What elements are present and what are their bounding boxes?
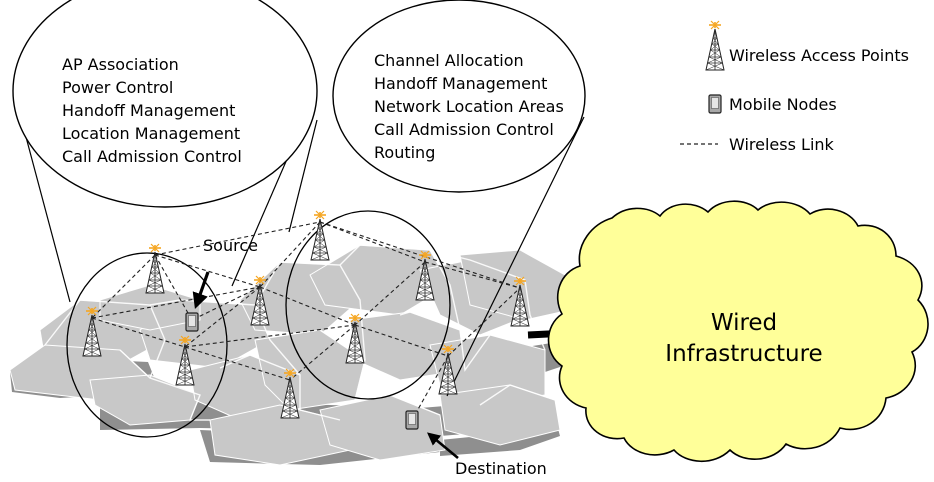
legend-access-points: Wireless Access Points xyxy=(729,46,909,65)
cloud-label-line1: Wired xyxy=(711,310,777,336)
left-callout-bubble xyxy=(12,0,318,208)
tower-icon xyxy=(310,210,330,261)
destination-arrow xyxy=(426,432,459,460)
tower-icon xyxy=(705,20,725,71)
legend-wireless-link: Wireless Link xyxy=(729,135,835,154)
right-callout-bubble xyxy=(332,0,586,193)
right-bubble-line: Routing xyxy=(374,143,435,162)
right-cell-region xyxy=(285,210,451,400)
destination-label: Destination xyxy=(455,459,547,478)
right-bubble-line: Channel Allocation xyxy=(374,51,524,70)
mobile-node-icon xyxy=(185,312,199,332)
right-bubble-line: Network Location Areas xyxy=(374,97,564,116)
hexagonal-cell-grid xyxy=(9,244,575,466)
left-cell-region xyxy=(66,252,228,438)
right-bubble-text: Channel Allocation Handoff Management Ne… xyxy=(374,51,564,162)
mobile-node-icon xyxy=(708,94,722,114)
tower-icon xyxy=(145,243,165,294)
left-bubble-line: Power Control xyxy=(62,78,173,97)
left-bubble-line: Handoff Management xyxy=(62,101,235,120)
right-bubble-line: Call Admission Control xyxy=(374,120,554,139)
legend: Wireless Access Points Mobile Nodes Wire… xyxy=(680,20,909,154)
wired-infrastructure-cloud: Wired Infrastructure xyxy=(547,200,929,462)
left-bubble-line: Call Admission Control xyxy=(62,147,242,166)
left-bubble-text: AP Association Power Control Handoff Man… xyxy=(62,55,242,166)
left-bubble-line: Location Management xyxy=(62,124,240,143)
left-bubble-line: AP Association xyxy=(62,55,179,74)
cloud-label-line2: Infrastructure xyxy=(665,341,822,367)
legend-mobile-nodes: Mobile Nodes xyxy=(729,95,837,114)
mobile-node-icon xyxy=(405,410,419,430)
right-bubble-line: Handoff Management xyxy=(374,74,547,93)
source-arrow xyxy=(192,271,210,310)
source-label: Source xyxy=(203,236,258,255)
